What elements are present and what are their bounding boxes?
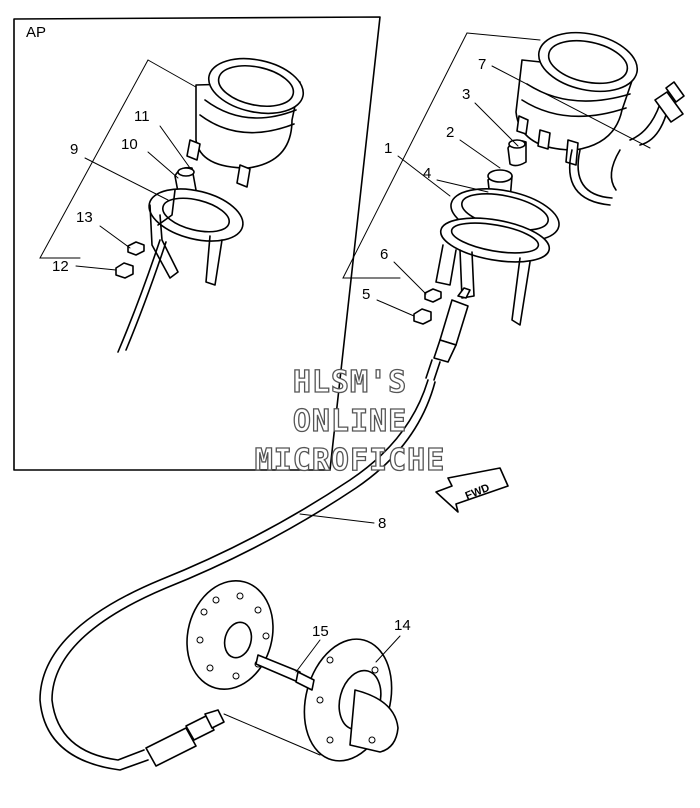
gear-housing xyxy=(303,638,399,762)
drive-pin xyxy=(255,654,315,691)
speedometer xyxy=(515,31,639,206)
callout-13: 13 xyxy=(76,209,93,226)
callout-14: 14 xyxy=(394,617,411,634)
main-callouts: 7 3 2 1 4 6 5 8 15 14 xyxy=(295,56,651,673)
bulb-socket xyxy=(507,139,527,167)
callout-7: 7 xyxy=(478,56,486,73)
callout-4: 4 xyxy=(423,165,431,182)
callout-2: 2 xyxy=(446,124,454,141)
inset-callouts: 11 10 9 13 12 xyxy=(52,108,191,275)
watermark-line-2: ONLINE xyxy=(293,404,407,439)
cable-end-upper xyxy=(610,81,685,191)
forward-direction-arrow: FWD xyxy=(435,467,509,513)
callout-10: 10 xyxy=(121,136,138,153)
callout-9: 9 xyxy=(70,141,78,158)
inset-speedometer xyxy=(186,57,305,188)
callout-5: 5 xyxy=(362,286,370,303)
inset-frame: AP xyxy=(13,16,381,471)
watermark: HLSM'S ONLINE MICROFICHE xyxy=(254,364,446,478)
inset-bracket xyxy=(117,188,244,353)
main-nuts xyxy=(413,288,442,325)
callout-3: 3 xyxy=(462,86,470,103)
watermark-line-3: MICROFICHE xyxy=(255,443,446,478)
cable-connector-lower xyxy=(145,709,321,767)
callout-11: 11 xyxy=(134,108,150,125)
callout-1: 1 xyxy=(384,140,392,157)
meter-bracket xyxy=(435,188,560,326)
main-leader-frame xyxy=(342,32,541,279)
callout-8: 8 xyxy=(378,515,386,532)
watermark-line-1: HLSM'S xyxy=(293,365,407,400)
drive-plate xyxy=(186,579,274,691)
inset-nuts xyxy=(115,241,145,279)
speedometer-cable xyxy=(39,379,436,771)
callout-6: 6 xyxy=(380,246,388,263)
cable-connector-upper xyxy=(425,287,471,381)
callout-15: 15 xyxy=(312,623,329,640)
callout-12: 12 xyxy=(52,258,69,275)
inset-label: AP xyxy=(26,24,46,41)
